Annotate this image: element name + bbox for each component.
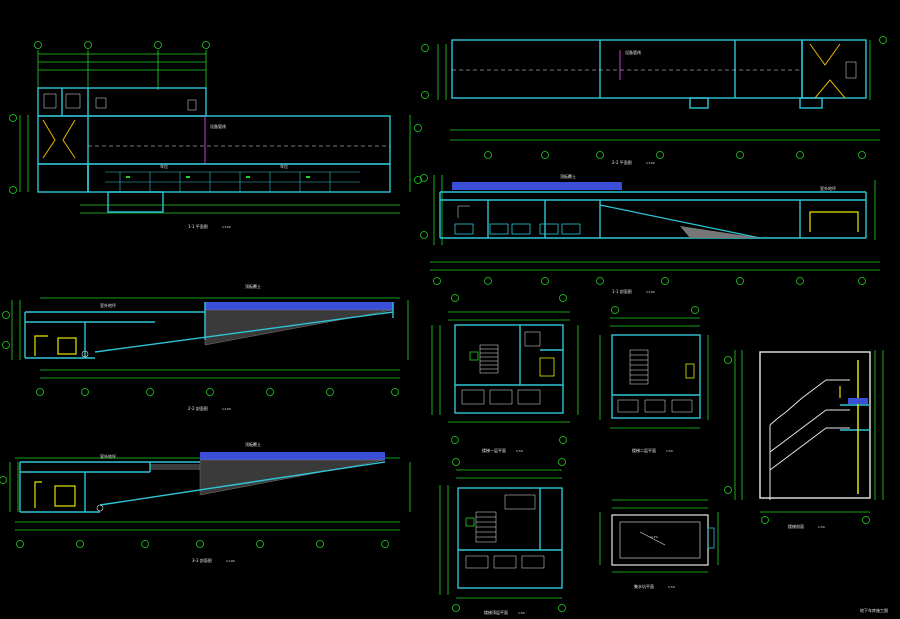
floor-plan-2: 设备管线 <box>421 36 887 159</box>
svg-text:室外地坪: 室外地坪 <box>100 453 116 459</box>
section-view-1: 顶板覆土 室外地坪 <box>420 173 880 285</box>
scale-stair-section: 1:50 <box>818 525 825 529</box>
floor-plan-1: 设备管线 车位 车位 <box>9 41 422 214</box>
svg-text:i=1%: i=1% <box>650 535 658 539</box>
svg-text:车位: 车位 <box>160 163 168 169</box>
stair-plan-3 <box>439 458 566 612</box>
caption-section-2: 2-2 剖面图 <box>188 405 208 411</box>
caption-stair-section: 楼梯剖面 <box>788 523 804 529</box>
svg-text:顶板覆土: 顶板覆土 <box>245 441 261 447</box>
svg-text:顶板覆土: 顶板覆土 <box>245 283 261 289</box>
scale-section-3: 1:100 <box>226 559 235 563</box>
caption-stair-plan-3: 楼梯顶层平面 <box>484 609 508 615</box>
section-view-2: 顶板覆土 室外地坪 <box>2 283 409 396</box>
sheet-title: 地下车库施工图 <box>860 607 888 613</box>
caption-section-1: 1-1 剖面图 <box>612 288 632 294</box>
caption-section-3: 3-3 剖面图 <box>192 557 212 563</box>
caption-pit-plan: 集水坑平面 <box>634 583 654 589</box>
svg-text:室外地坪: 室外地坪 <box>100 302 116 308</box>
caption-stair-plan-2: 楼梯二层平面 <box>632 447 656 453</box>
scale-pit-plan: 1:50 <box>668 585 675 589</box>
pit-plan: i=1% <box>599 499 719 573</box>
scale-plan-2: 1:100 <box>646 161 655 165</box>
scale-plan-1: 1:100 <box>222 225 231 229</box>
scale-stair-plan-3: 1:50 <box>518 611 525 615</box>
scale-stair-plan-2: 1:50 <box>666 449 673 453</box>
scale-stair-plan-1: 1:50 <box>516 449 523 453</box>
svg-text:设备管线: 设备管线 <box>625 49 641 55</box>
section-view-3: 顶板覆土 室外地坪 <box>0 441 411 548</box>
scale-section-1: 1:100 <box>646 290 655 294</box>
svg-text:室外地坪: 室外地坪 <box>820 185 836 191</box>
stair-plan-1 <box>431 294 579 444</box>
svg-text:顶板覆土: 顶板覆土 <box>560 173 576 179</box>
scale-section-2: 1:100 <box>222 407 231 411</box>
caption-plan-1: 1-1 平面图 <box>188 223 208 229</box>
caption-stair-plan-1: 楼梯一层平面 <box>482 447 506 453</box>
svg-text:车位: 车位 <box>280 163 288 169</box>
svg-text:设备管线: 设备管线 <box>210 123 226 129</box>
caption-plan-2: 2-2 平面图 <box>612 159 632 165</box>
stair-plan-2 <box>599 306 709 429</box>
stair-section <box>724 350 884 524</box>
